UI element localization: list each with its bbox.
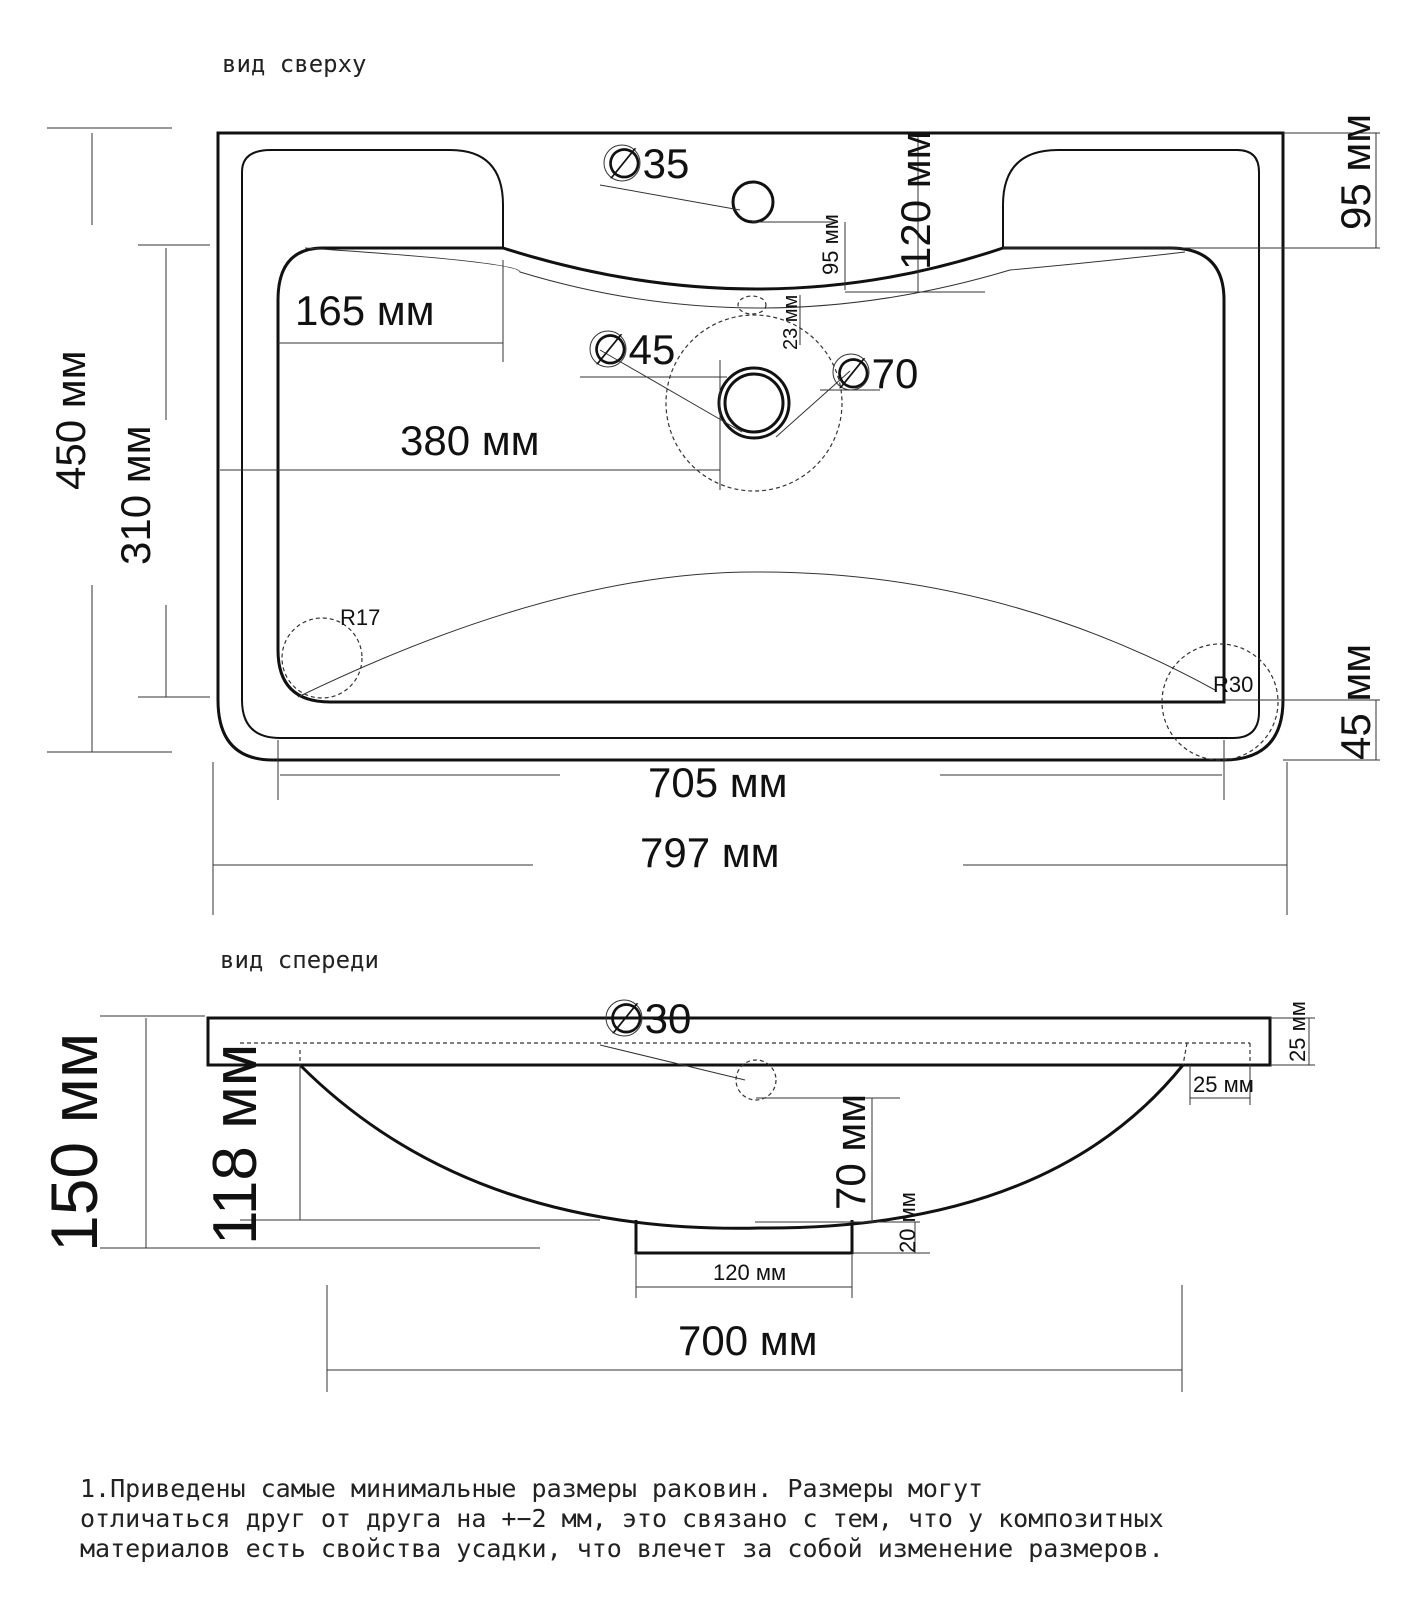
front-overflow-hole: [735, 1059, 777, 1101]
diam45-leader: [599, 349, 743, 433]
drain-hole: [723, 372, 785, 434]
faucet-hole: [731, 180, 775, 224]
dim-23: 23 мм: [780, 295, 802, 350]
dim-25-vertical: 25 мм: [1285, 1001, 1310, 1062]
diam70-leader: [775, 370, 851, 438]
radius-17: R17: [340, 605, 380, 630]
radius30-circle: [1161, 643, 1279, 761]
note-line-3: материалов есть свойства усадки, что вле…: [80, 1534, 1164, 1563]
dim-95-right: 95 мм: [1332, 114, 1379, 230]
dim-diam35: ∅35: [606, 140, 689, 187]
dim-118: 118 мм: [201, 1044, 270, 1245]
front-bowl-hidden-right: [1182, 1042, 1188, 1066]
bowl-upper-slope: [304, 247, 1186, 309]
dim-diam70: ∅70: [835, 350, 918, 397]
dim-120-front: 120 мм: [713, 1260, 786, 1285]
front-view-title: вид спереди: [220, 946, 379, 974]
diam35-leader: [599, 184, 741, 211]
dim-165: 165 мм: [295, 287, 435, 334]
diam30-leader: [599, 1044, 746, 1081]
dim-450: 450 мм: [47, 351, 94, 491]
top-bowl-outline: [276, 246, 1226, 704]
dim-diam30: ∅30: [608, 995, 691, 1042]
top-outer-outline: [216, 131, 1285, 762]
dim-705: 705 мм: [648, 759, 788, 806]
dimension-note: 1.Приведены самые минимальные размеры ра…: [80, 1474, 1380, 1564]
radius17-circle: [281, 617, 363, 699]
dim-95-small: 95 мм: [818, 214, 843, 275]
diam30-symbol: [605, 999, 643, 1037]
top-rim-outline: [241, 149, 1260, 739]
diam45-symbol: [589, 330, 627, 368]
overflow-hole: [737, 295, 767, 315]
dim-310: 310 мм: [112, 426, 159, 566]
drain-outer-circle: [665, 314, 843, 492]
dim-120-top: 120 мм: [892, 131, 939, 271]
dim-diam45: ∅45: [592, 326, 675, 373]
front-bowl: [298, 1063, 1185, 1230]
note-line-2: отличаться друг от друга на +−2 мм, это …: [80, 1504, 1164, 1533]
front-drain-stub: [634, 1220, 854, 1255]
dim-20: 20 мм: [895, 1192, 920, 1253]
diam35-symbol: [603, 144, 641, 182]
top-view-title: вид сверху: [222, 50, 367, 78]
dim-797: 797 мм: [640, 829, 780, 876]
dim-150: 150 мм: [37, 1033, 111, 1252]
note-line-1: 1.Приведены самые минимальные размеры ра…: [80, 1474, 984, 1503]
dim-45: 45 мм: [1332, 644, 1379, 760]
dim-700: 700 мм: [678, 1317, 818, 1364]
drain-ring: [717, 366, 791, 440]
dim-70: 70 мм: [827, 1094, 874, 1210]
diam70-symbol: [832, 353, 870, 391]
radius-30: R30: [1213, 672, 1253, 697]
dim-25-horizontal: 25 мм: [1193, 1072, 1254, 1097]
front-slab: [206, 1016, 1272, 1067]
dim-380: 380 мм: [400, 417, 540, 464]
bowl-lower-slope: [297, 571, 1216, 698]
